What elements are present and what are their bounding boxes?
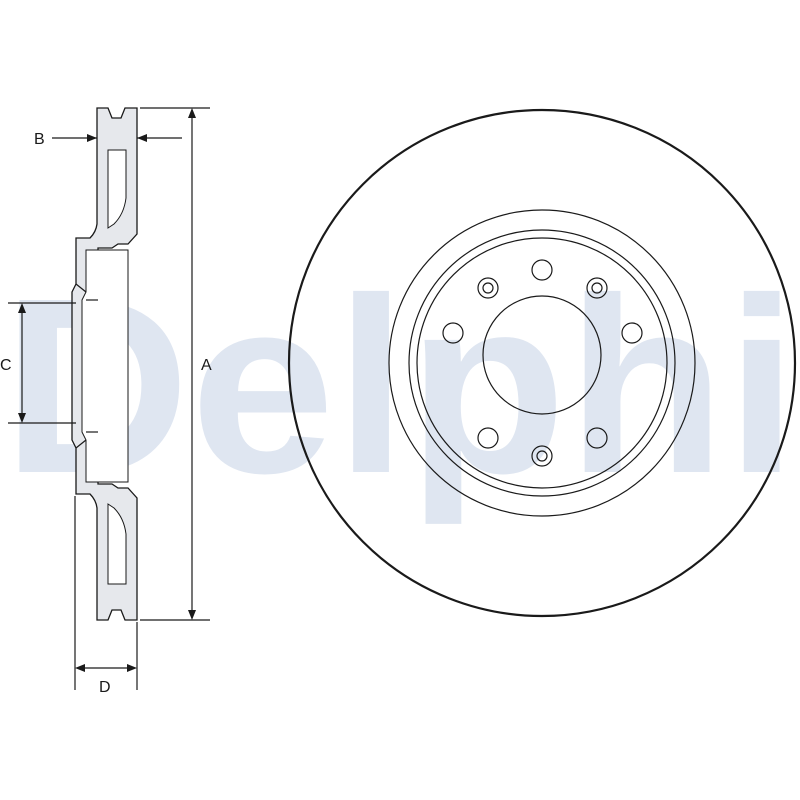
disc-front-view — [287, 108, 797, 618]
bolt-hole — [477, 427, 499, 449]
screw-hole-outer — [531, 445, 553, 467]
screw-hole-inner — [482, 282, 494, 294]
bolt-hole — [586, 427, 608, 449]
dimension-a: A — [140, 107, 212, 621]
disc-section-profile — [71, 107, 138, 621]
hub-inner-face — [81, 249, 129, 483]
screw-hole-outer — [586, 277, 608, 299]
hat-inner-ring — [416, 237, 668, 489]
dimension-label-c: C — [0, 357, 12, 374]
hub-flange-line — [75, 283, 87, 293]
vent-cavity-top — [107, 149, 127, 229]
center-bore — [482, 295, 602, 415]
screw-hole-outer — [477, 277, 499, 299]
vent-cavity-bottom — [107, 503, 127, 585]
screw-hole-inner — [536, 450, 548, 462]
dimension-b: B — [34, 131, 182, 148]
disc-outer-edge — [287, 108, 797, 618]
bolt-hole — [621, 322, 643, 344]
dimension-label-b: B — [34, 131, 45, 148]
disc-side-view — [71, 107, 138, 621]
disc-friction-ring-inner — [388, 209, 696, 517]
bolt-hole — [442, 322, 464, 344]
dimension-d: D — [74, 496, 138, 696]
dimension-label-a: A — [201, 357, 212, 374]
hat-outer-ring — [408, 229, 676, 497]
bolt-hole — [531, 259, 553, 281]
hub-flange-line — [75, 439, 87, 449]
dimension-label-d: D — [99, 679, 111, 696]
dimension-c: C — [0, 302, 76, 424]
screw-hole-inner — [591, 282, 603, 294]
